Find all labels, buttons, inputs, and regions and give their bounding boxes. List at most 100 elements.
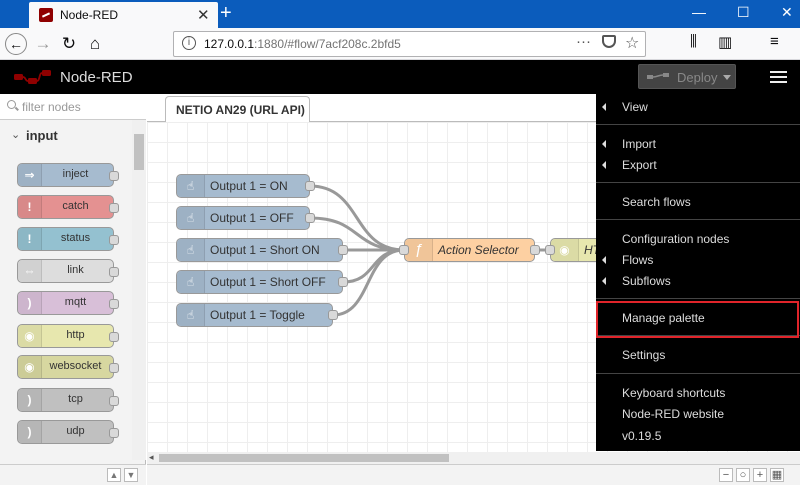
back-arrow-icon[interactable]: ← bbox=[5, 33, 27, 55]
forward-arrow-icon[interactable]: → bbox=[34, 34, 52, 53]
manage-palette-highlight bbox=[596, 301, 799, 338]
deploy-button[interactable]: Deploy bbox=[638, 64, 736, 89]
navigator-map-icon[interactable]: ▦ bbox=[770, 468, 784, 482]
function-icon: ƒ bbox=[405, 239, 433, 261]
flow-wires bbox=[309, 184, 550, 317]
palette-node-label: udp bbox=[66, 425, 85, 437]
bookmark-star-icon[interactable]: ☆ bbox=[625, 35, 640, 52]
menu-item-search-flows[interactable]: Search flows bbox=[596, 192, 800, 213]
menu-item-manage-palette[interactable]: Manage palette bbox=[596, 308, 800, 329]
function-node-action-selector[interactable]: ƒ Action Selector bbox=[399, 238, 540, 262]
flow-node-label: Action Selector bbox=[438, 243, 519, 257]
browser-navbar: ← → ↻ ⌂ i 127.0.0.1:1880/#flow/7acf208c.… bbox=[0, 28, 800, 60]
menu-item-label: Subflows bbox=[622, 274, 671, 288]
deploy-dropdown-icon[interactable] bbox=[723, 75, 731, 80]
palette-node-websocket[interactable]: ◉ websocket bbox=[17, 355, 119, 379]
expand-all-icon[interactable]: ▼ bbox=[124, 468, 138, 482]
zoom-out-icon[interactable]: − bbox=[719, 468, 733, 482]
tab-netio-an29[interactable]: NETIO AN29 (URL API) bbox=[165, 96, 310, 122]
node-output-port bbox=[109, 428, 119, 438]
site-info-icon[interactable]: i bbox=[182, 36, 196, 50]
inject-node-output-short-off[interactable]: ☝ Output 1 = Short OFF bbox=[176, 270, 348, 294]
palette-node-label: http bbox=[66, 329, 85, 341]
main-menu-button[interactable] bbox=[757, 60, 800, 94]
menu-item-flows[interactable]: Flows bbox=[596, 250, 800, 271]
menu-item-configuration-nodes[interactable]: Configuration nodes bbox=[596, 229, 800, 250]
node-output-port bbox=[109, 203, 119, 213]
menu-item-subflows[interactable]: Subflows bbox=[596, 271, 800, 292]
palette-node-status[interactable]: ! status bbox=[17, 227, 119, 251]
browser-tab[interactable]: Node-RED ✕ bbox=[29, 2, 218, 28]
node-output-port[interactable] bbox=[328, 310, 338, 320]
inject-node-output-short-on[interactable]: ☝ Output 1 = Short ON bbox=[176, 238, 348, 262]
new-tab-icon[interactable]: + bbox=[220, 2, 232, 24]
zoom-reset-icon[interactable]: ○ bbox=[736, 468, 750, 482]
minimize-icon[interactable]: — bbox=[692, 4, 706, 20]
tab-label: NETIO AN29 (URL API) bbox=[176, 103, 305, 117]
reload-icon[interactable]: ↻ bbox=[61, 34, 77, 53]
menu-item-label: Configuration nodes bbox=[622, 232, 730, 246]
window-close-icon[interactable]: ✕ bbox=[781, 4, 793, 20]
tab-close-icon[interactable]: ✕ bbox=[197, 7, 210, 24]
workspace-scroll-thumb[interactable] bbox=[159, 454, 449, 462]
palette-footer: ▲ ▼ bbox=[0, 464, 146, 485]
chevron-down-icon: ⌄ bbox=[11, 129, 21, 141]
menu-item-view[interactable]: View bbox=[596, 97, 800, 118]
node-output-port[interactable] bbox=[338, 277, 348, 287]
url-text[interactable]: 127.0.0.1:1880/#flow/7acf208c.2bfd5 bbox=[204, 37, 401, 51]
home-icon[interactable]: ⌂ bbox=[89, 34, 101, 53]
zoom-in-icon[interactable]: + bbox=[753, 468, 767, 482]
inject-node-output-on[interactable]: ☝ Output 1 = ON bbox=[176, 174, 315, 198]
node-output-port bbox=[109, 235, 119, 245]
node-output-port[interactable] bbox=[305, 213, 315, 223]
palette-scroll-thumb[interactable] bbox=[134, 134, 144, 170]
submenu-caret-icon bbox=[602, 256, 606, 264]
workspace-horizontal-scrollbar[interactable]: ◂ bbox=[147, 452, 800, 464]
workspace-footer: − ○ + ▦ bbox=[147, 464, 800, 485]
node-input-port[interactable] bbox=[545, 245, 555, 255]
browser-titlebar: Node-RED ✕ + — ☐ ✕ bbox=[0, 0, 800, 28]
palette-node-label: inject bbox=[62, 168, 89, 180]
collapse-all-icon[interactable]: ▲ bbox=[107, 468, 121, 482]
node-output-port[interactable] bbox=[338, 245, 348, 255]
palette-node-catch[interactable]: ! catch bbox=[17, 195, 119, 219]
library-icon[interactable]: ⫼ bbox=[690, 33, 697, 50]
menu-item-import[interactable]: Import bbox=[596, 134, 800, 155]
sidebar-icon[interactable]: ▥ bbox=[718, 34, 733, 51]
menu-item-node-red-website[interactable]: Node-RED website bbox=[596, 404, 800, 425]
palette-node-inject[interactable]: ⇒ inject bbox=[17, 163, 119, 187]
palette-node-label: websocket bbox=[49, 360, 102, 372]
link-node-icon: ⇔ bbox=[18, 260, 42, 282]
inject-node-output-off[interactable]: ☝ Output 1 = OFF bbox=[176, 206, 315, 230]
palette-category-input[interactable]: ⌄ input bbox=[0, 120, 132, 150]
node-output-port[interactable] bbox=[530, 245, 540, 255]
node-palette: filter nodes ⌄ input ⇒ inject ! catch ! … bbox=[0, 94, 146, 485]
hand-pointer-icon: ☝ bbox=[177, 271, 205, 293]
url-bar[interactable]: i 127.0.0.1:1880/#flow/7acf208c.2bfd5 ··… bbox=[173, 31, 646, 57]
palette-node-mqtt[interactable]: ) mqtt bbox=[17, 291, 119, 315]
inject-node-output-toggle[interactable]: ☝ Output 1 = Toggle bbox=[176, 303, 338, 327]
palette-node-udp[interactable]: ) udp bbox=[17, 420, 119, 444]
node-red-header: Node-RED Deploy bbox=[0, 60, 800, 94]
scroll-left-icon[interactable]: ◂ bbox=[149, 452, 154, 462]
node-output-port[interactable] bbox=[305, 181, 315, 191]
hamburger-menu-icon[interactable]: ≡ bbox=[770, 33, 779, 50]
palette-node-http[interactable]: ◉ http bbox=[17, 324, 119, 348]
tcp-node-icon: ) bbox=[18, 389, 42, 411]
page-actions-icon[interactable]: ··· bbox=[576, 33, 591, 50]
mqtt-node-icon: ) bbox=[18, 292, 42, 314]
palette-node-tcp[interactable]: ) tcp bbox=[17, 388, 119, 412]
palette-scrollbar[interactable] bbox=[132, 120, 146, 460]
pocket-icon[interactable] bbox=[602, 35, 616, 48]
node-input-port[interactable] bbox=[399, 245, 409, 255]
globe-icon: ◉ bbox=[551, 239, 579, 261]
maximize-icon[interactable]: ☐ bbox=[737, 4, 750, 20]
menu-item-keyboard-shortcuts[interactable]: Keyboard shortcuts bbox=[596, 383, 800, 404]
catch-node-icon: ! bbox=[18, 196, 42, 218]
palette-node-link[interactable]: ⇔ link bbox=[17, 259, 119, 283]
flow-node-label: Output 1 = Short ON bbox=[210, 243, 320, 257]
menu-item-label: Search flows bbox=[622, 195, 691, 209]
menu-item-export[interactable]: Export bbox=[596, 155, 800, 176]
menu-item-settings[interactable]: Settings bbox=[596, 345, 800, 366]
filter-nodes-input[interactable]: filter nodes bbox=[0, 94, 146, 120]
